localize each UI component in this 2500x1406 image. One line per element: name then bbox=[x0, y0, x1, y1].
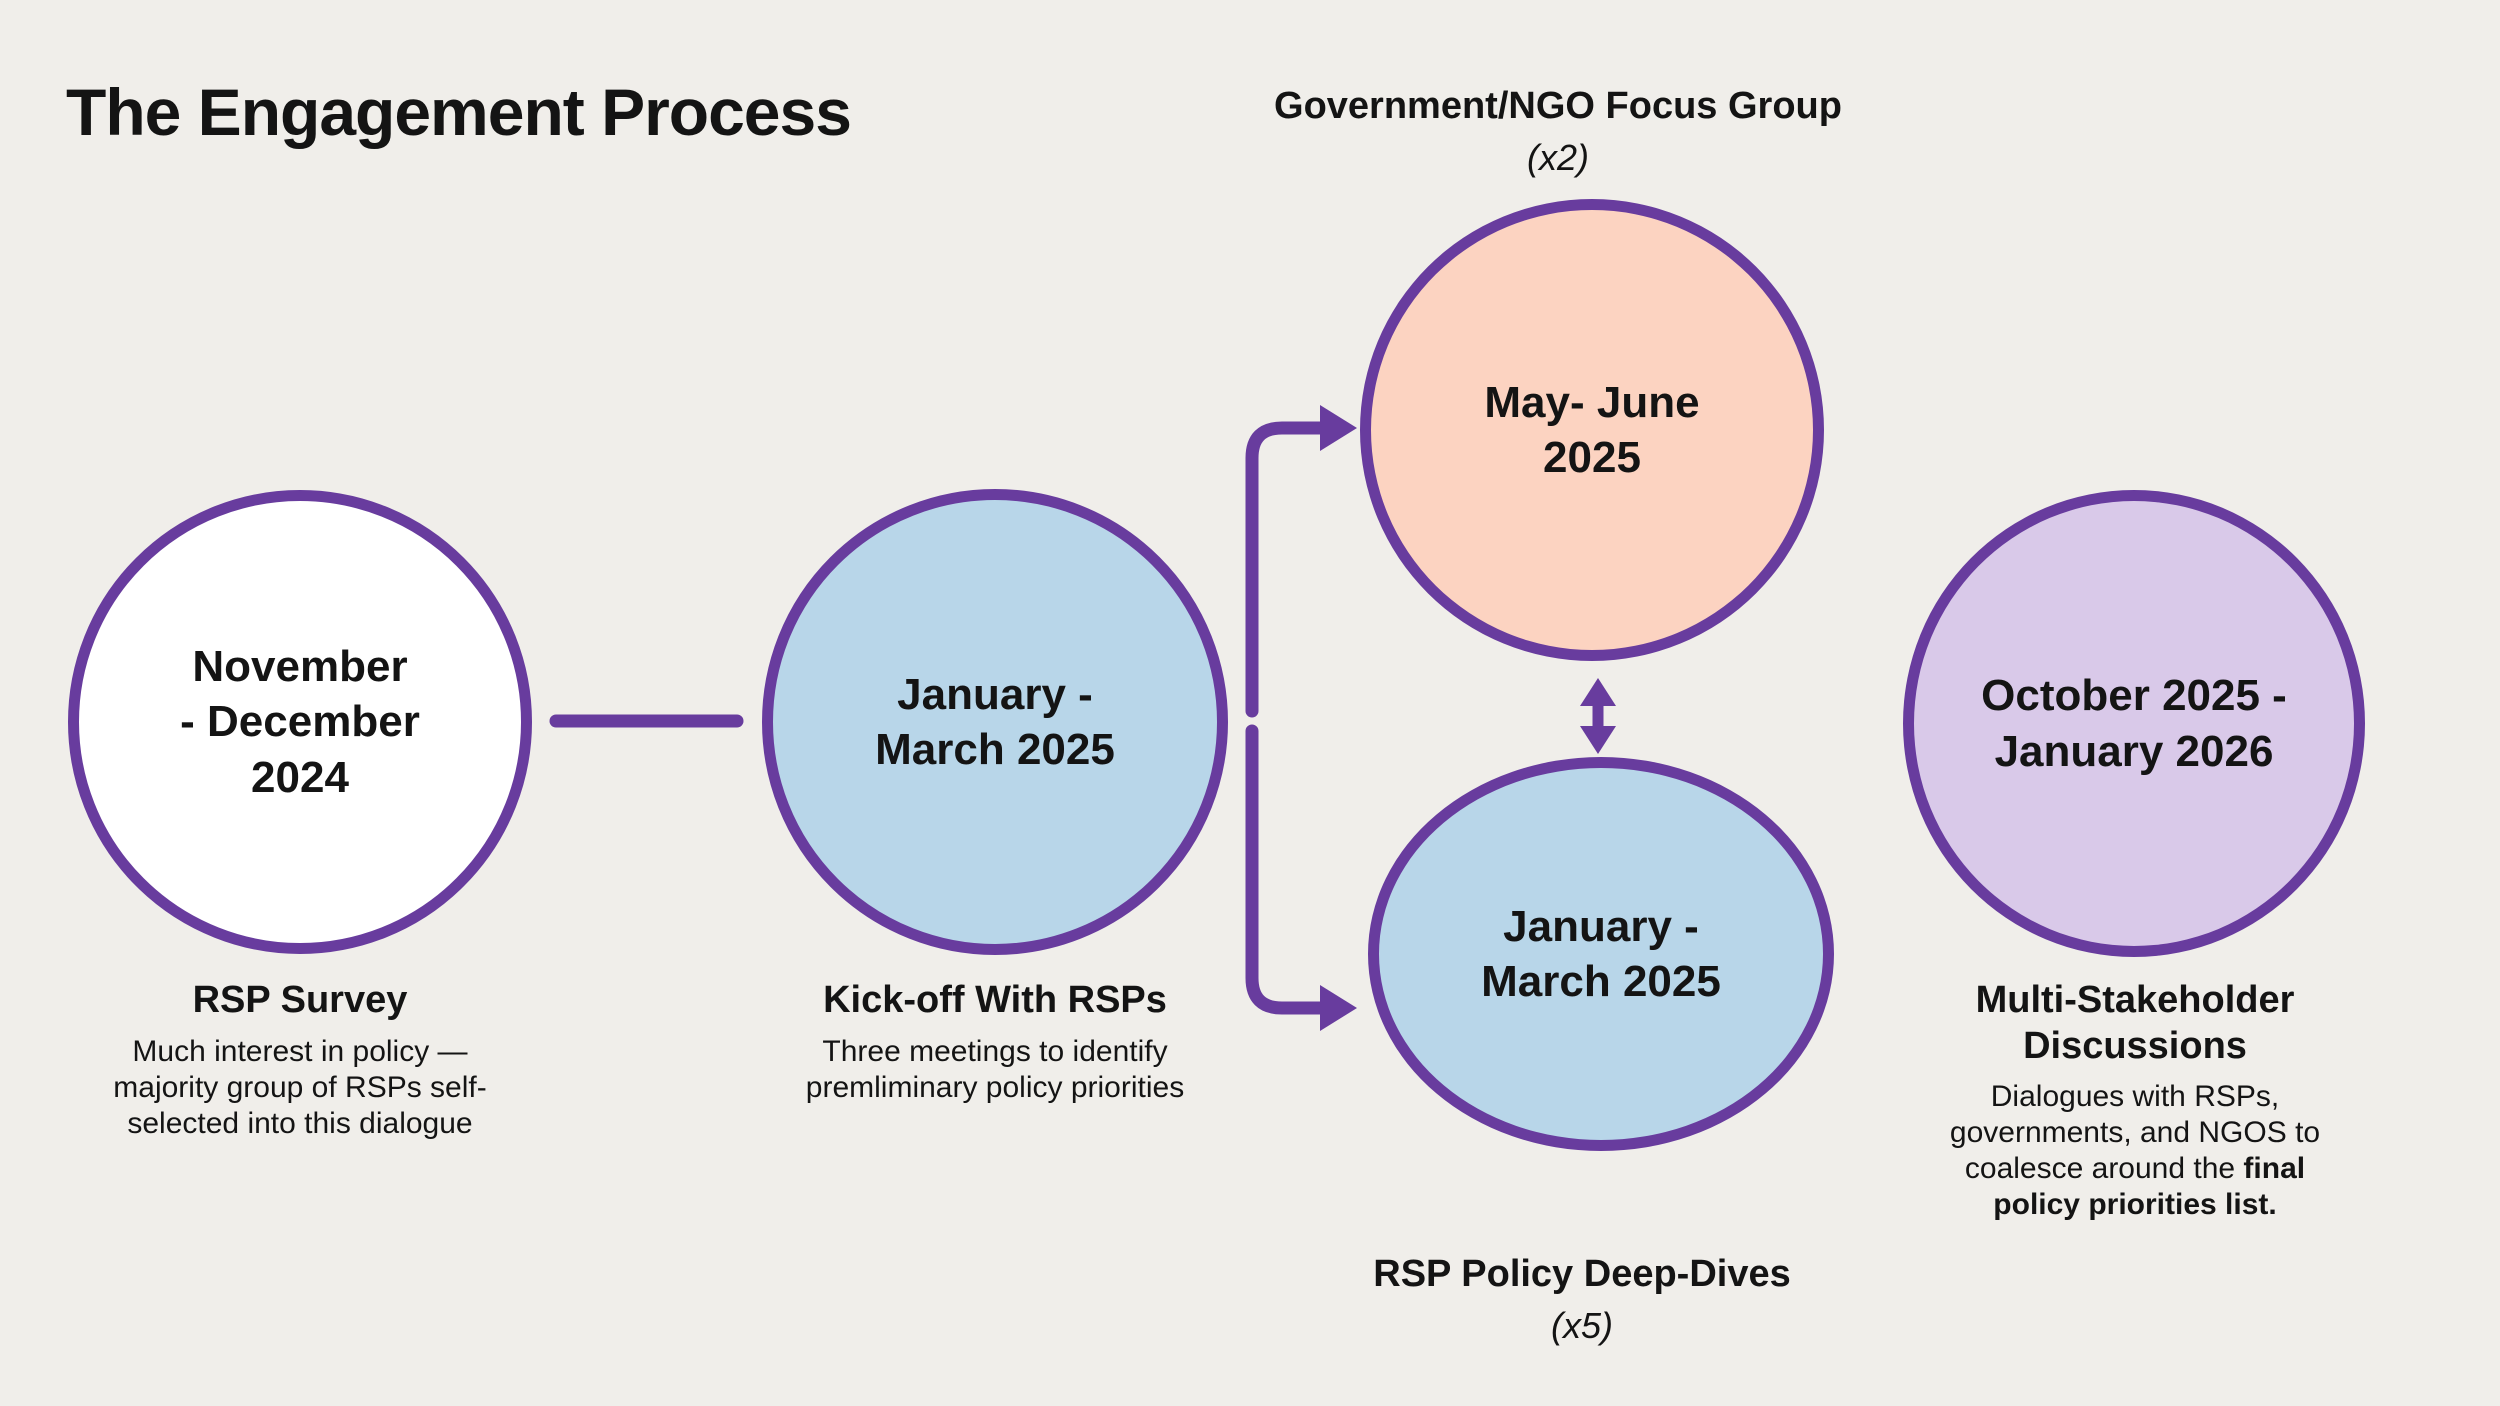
caption-body: Dialogues with RSPs, governments, and NG… bbox=[1845, 1079, 2425, 1223]
bidirectional-arrow bbox=[1580, 678, 1616, 754]
label-focus-group: Government/NGO Focus Group (x2) bbox=[1258, 84, 1858, 179]
caption-body-bold: final policy priorities list. bbox=[1993, 1152, 2306, 1222]
label-heading: Government/NGO Focus Group bbox=[1274, 85, 1842, 127]
caption-heading: Multi-Stakeholder Discussions bbox=[1975, 979, 2295, 1067]
caption-kickoff: Kick-off With RSPs Three meetings to ide… bbox=[705, 978, 1285, 1106]
stage-date: January - March 2025 bbox=[1481, 901, 1721, 1006]
stage-circle-rsp-survey: November - December 2024 bbox=[68, 490, 532, 954]
caption-discussions: Multi-Stakeholder Discussions Dialogues … bbox=[1845, 978, 2425, 1223]
stage-circle-kickoff: January - March 2025 bbox=[762, 489, 1228, 955]
page-title: The Engagement Process bbox=[66, 75, 852, 149]
caption-body: Three meetings to identify premliminary … bbox=[805, 1034, 1185, 1104]
stage-date: November - December 2024 bbox=[180, 641, 420, 802]
label-count: (x2) bbox=[1527, 136, 1589, 178]
branch-arrow-top bbox=[1245, 405, 1357, 718]
caption-body: Much interest in policy — majority group… bbox=[113, 1034, 487, 1140]
stage-circle-deep-dives: January - March 2025 bbox=[1368, 757, 1834, 1151]
label-heading: RSP Policy Deep-Dives bbox=[1373, 1253, 1791, 1295]
stage-date: January - March 2025 bbox=[875, 669, 1115, 774]
stage-date: May- June 2025 bbox=[1484, 377, 1700, 482]
label-count: (x5) bbox=[1551, 1304, 1613, 1346]
stage-circle-discussions: October 2025 - January 2026 bbox=[1903, 490, 2365, 957]
caption-heading: RSP Survey bbox=[192, 979, 408, 1021]
branch-arrow-bottom bbox=[1245, 724, 1357, 1031]
stage-date: October 2025 - January 2026 bbox=[1981, 671, 2287, 776]
caption-body-regular: Dialogues with RSPs, governments, and NG… bbox=[1949, 1080, 2321, 1186]
caption-heading: Kick-off With RSPs bbox=[823, 979, 1167, 1021]
label-deep-dives: RSP Policy Deep-Dives (x5) bbox=[1282, 1252, 1882, 1347]
stage-circle-focus-group: May- June 2025 bbox=[1360, 199, 1824, 661]
caption-rsp-survey: RSP Survey Much interest in policy — maj… bbox=[30, 978, 570, 1142]
